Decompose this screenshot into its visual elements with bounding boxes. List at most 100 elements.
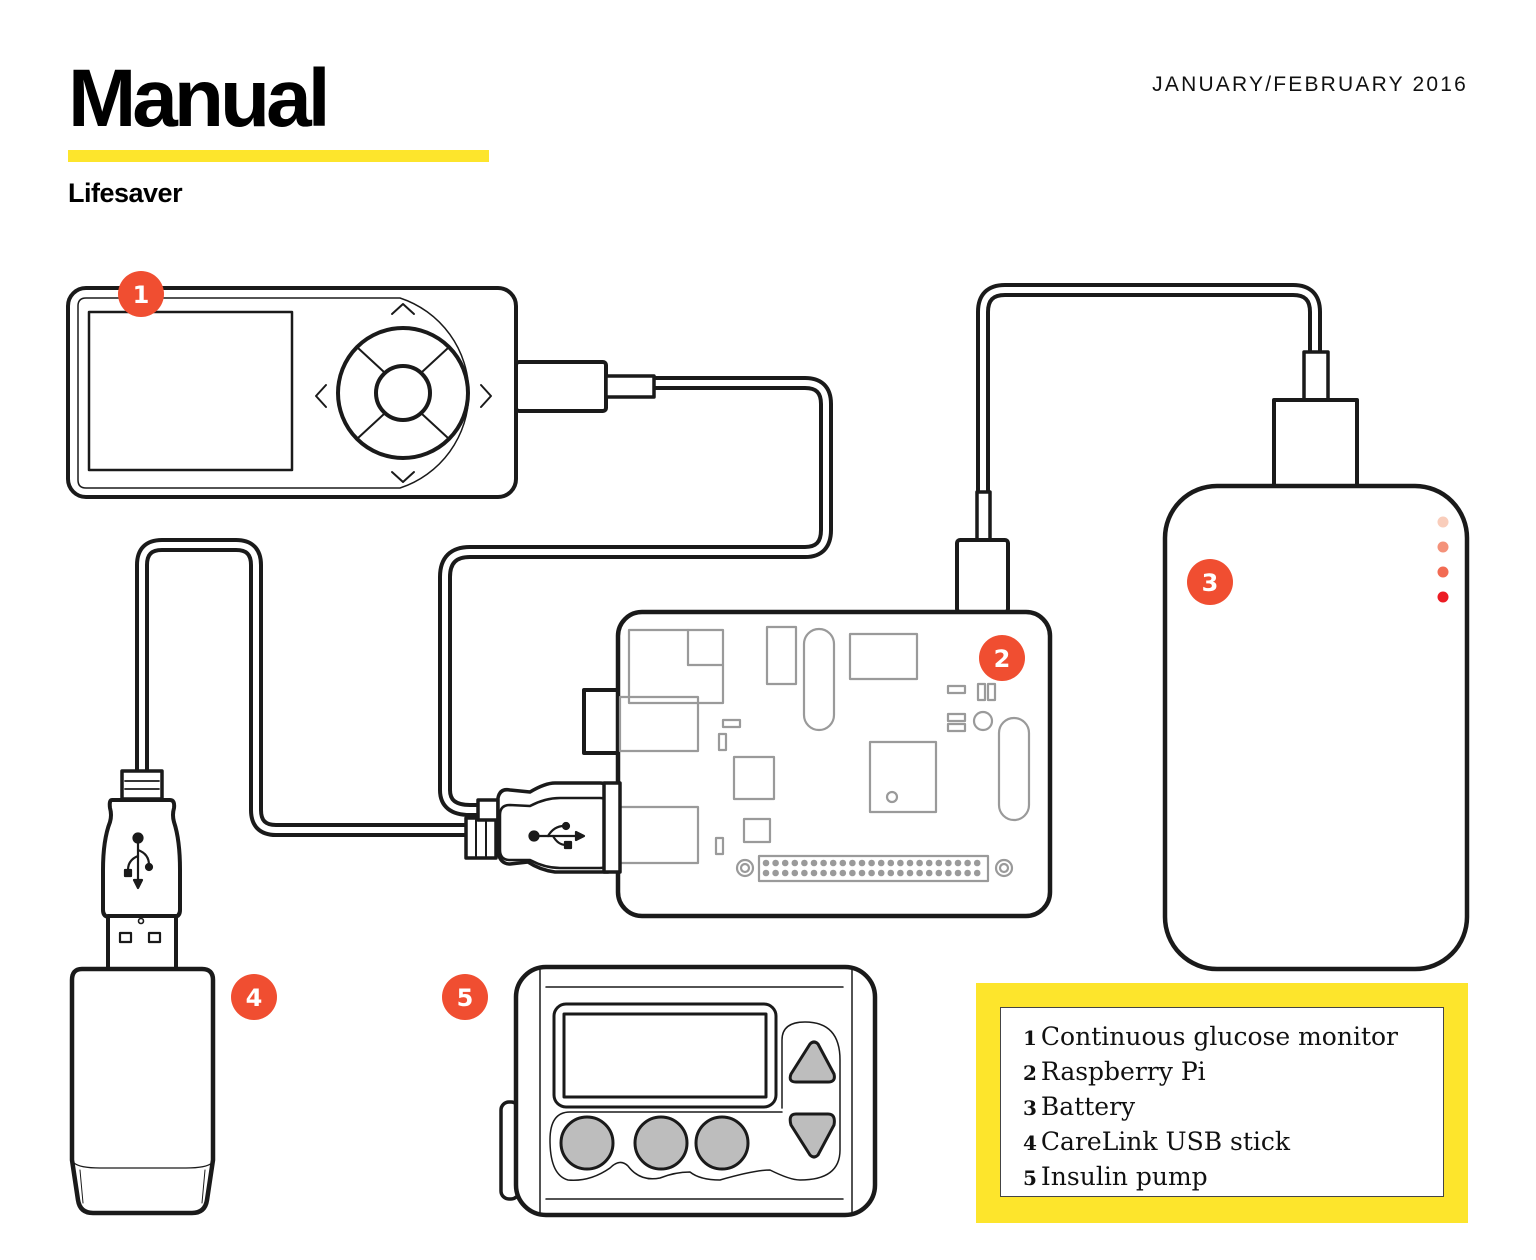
- pump-screen: [562, 1012, 768, 1099]
- pump-arrow-up-icon: [788, 1040, 836, 1084]
- battery-led-indicator: [1437, 566, 1449, 578]
- legend-number: 3: [1023, 1096, 1037, 1120]
- device-cgm: [66, 286, 656, 499]
- gpio-pin: [829, 859, 837, 867]
- pump-screen-bezel: [552, 1002, 778, 1109]
- gpio-pin: [877, 869, 885, 877]
- battery-led-indicator: [1437, 541, 1449, 553]
- gpio-pin: [839, 859, 847, 867]
- device-carelink-usb-stick: [69, 769, 216, 1216]
- usb-symbol-icon: [528, 821, 586, 850]
- gpio-pin: [935, 859, 943, 867]
- device-battery: [1162, 350, 1470, 972]
- gpio-pin: [973, 869, 981, 877]
- page-title: Manual: [68, 53, 330, 144]
- gpio-pin: [801, 859, 808, 867]
- badge-5: 5: [442, 974, 488, 1020]
- legend-label: CareLink USB stick: [1040, 1127, 1291, 1156]
- gpio-pin: [935, 869, 943, 877]
- badge-3: 3: [1187, 559, 1233, 605]
- gpio-pin: [820, 859, 827, 867]
- gpio-pin: [762, 869, 770, 877]
- svg-text:3: 3: [1202, 569, 1219, 597]
- gpio-pin: [849, 859, 856, 867]
- gpio-pin: [781, 869, 789, 877]
- gpio-pin: [973, 859, 981, 867]
- issue-date: JANUARY/FEBRUARY 2016: [1152, 73, 1468, 96]
- legend-label: Continuous glucose monitor: [1040, 1022, 1399, 1051]
- pi-gpio-header: [757, 854, 990, 883]
- gpio-pin: [887, 869, 895, 877]
- gpio-pin: [810, 869, 818, 877]
- legend-number: 4: [1023, 1131, 1037, 1155]
- gpio-pin: [772, 859, 779, 867]
- gpio-pin: [858, 859, 866, 867]
- cgm-arrow-up-icon: [391, 303, 415, 315]
- device-insulin-pump: [499, 964, 878, 1218]
- gpio-pin: [772, 869, 779, 877]
- page-subtitle: Lifesaver: [68, 178, 183, 208]
- gpio-pin: [762, 859, 770, 867]
- gpio-pin: [801, 869, 808, 877]
- svg-text:1: 1: [133, 281, 150, 309]
- badge-2: 2: [979, 635, 1025, 681]
- legend-label: Insulin pump: [1040, 1162, 1208, 1191]
- gpio-pin: [791, 859, 799, 867]
- gpio-pin: [925, 859, 933, 867]
- svg-text:5: 5: [457, 984, 474, 1012]
- legend-number: 2: [1023, 1061, 1037, 1085]
- title-underline: [68, 150, 489, 162]
- gpio-pin: [916, 859, 923, 867]
- gpio-pin: [858, 869, 866, 877]
- badge-4: 4: [231, 974, 277, 1020]
- gpio-pin: [829, 869, 837, 877]
- gpio-pin: [906, 859, 914, 867]
- gpio-pin: [839, 869, 847, 877]
- gpio-pin: [810, 859, 818, 867]
- gpio-pin: [791, 869, 799, 877]
- legend-number: 5: [1023, 1166, 1037, 1190]
- gpio-pin: [781, 859, 789, 867]
- cgm-screen: [87, 310, 294, 472]
- battery-led-indicator: [1437, 591, 1449, 603]
- gpio-pin: [868, 859, 875, 867]
- device-raspberry-pi: [582, 490, 1053, 919]
- pi-usb-plug: [464, 781, 622, 874]
- svg-text:2: 2: [994, 645, 1011, 673]
- cgm-arrow-down-icon: [391, 471, 415, 483]
- gpio-pin: [820, 869, 827, 877]
- cgm-usb-plug: [514, 360, 608, 413]
- cable-cgm-to-pi: [438, 376, 833, 817]
- pump-button-2: [633, 1115, 689, 1171]
- legend-number: 1: [1023, 1026, 1037, 1050]
- gpio-pin: [945, 859, 952, 867]
- gpio-pin: [877, 859, 885, 867]
- cgm-center-button: [374, 364, 432, 422]
- gpio-pin: [954, 869, 962, 877]
- gpio-pin: [849, 869, 856, 877]
- gpio-pin: [887, 859, 895, 867]
- badge-1: 1: [118, 271, 164, 317]
- cgm-arrow-right-icon: [480, 384, 492, 408]
- cable-battery-to-pi: [976, 283, 1322, 499]
- legend-label: Raspberry Pi: [1040, 1057, 1206, 1086]
- gpio-pin: [954, 859, 962, 867]
- legend-label: Battery: [1040, 1092, 1136, 1121]
- gpio-pin: [964, 859, 971, 867]
- gpio-pin: [925, 869, 933, 877]
- gpio-pin: [897, 869, 904, 877]
- pump-arrow-down-icon: [788, 1112, 836, 1159]
- gpio-pin: [897, 859, 904, 867]
- cgm-dpad: [336, 326, 470, 460]
- cgm-arrow-left-icon: [315, 384, 327, 408]
- cable-usb-stick-to-pi: [135, 538, 477, 837]
- pi-board: [615, 609, 1053, 919]
- gpio-pin: [906, 869, 914, 877]
- battery-led-indicator: [1437, 516, 1449, 528]
